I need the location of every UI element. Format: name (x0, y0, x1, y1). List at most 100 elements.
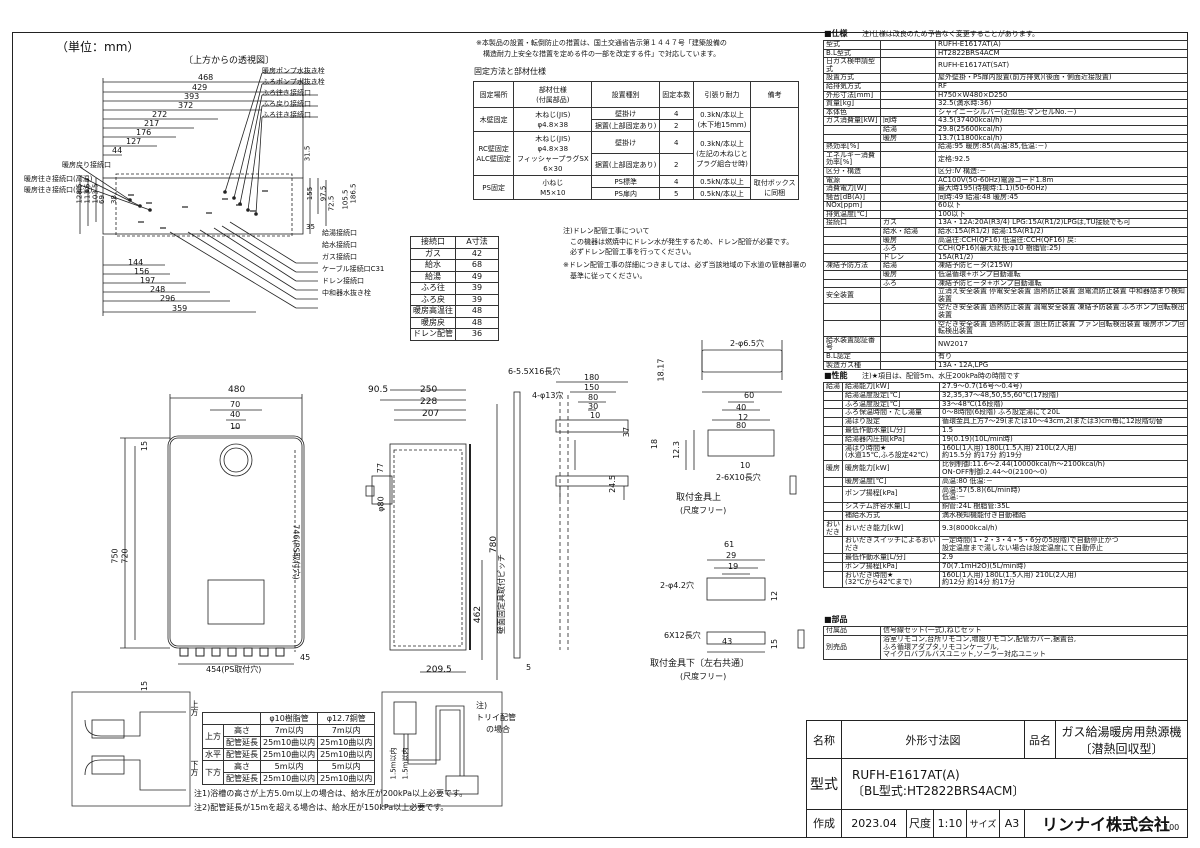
fixing-table: 固定場所 部材仕様 (付属部品) 設置種別 固定本数 引張り耐力 備考 木壁固定… (472, 81, 799, 200)
spec-cell: 13A・12A:20A(R3/4) LPG:15A(R1/2)LPGは,TU接続… (935, 218, 1188, 229)
company-name: リンナイ株式会社 (1024, 808, 1188, 839)
top-label: 暖房ポンプ水抜き栓 (262, 67, 325, 75)
fix-cell: PS扉内 (591, 187, 660, 200)
perf-cell: 最低作動水量[L/分] (842, 425, 940, 436)
perf-cell (823, 502, 843, 512)
spec-cell: RUFH-E1617AT(A) (935, 40, 1188, 50)
perf-cell: 銅管:24L 樹脂管:35L (939, 502, 1188, 512)
spec-cell: 15A(R1/2) (935, 252, 1188, 263)
spec-cell: 定格:92.5 (935, 150, 1188, 168)
trui-note: 注) (476, 701, 488, 710)
parts-table: 付属品信号線セット(一式),ねじセット別売品浴室リモコン,台所リモコン,増設リモ… (823, 626, 1188, 661)
bracket-dim: 15 (770, 638, 780, 650)
spec-cell: B.L型式 (823, 48, 881, 59)
drain-note: 注)ドレン配管工事について (563, 227, 650, 235)
spec-cell: 給湯:95 暖房:85(高温:85,低温:－) (935, 142, 1188, 152)
spec-cell (880, 150, 936, 168)
pipe-cell: 5m以内 (317, 760, 376, 773)
spec-cell (880, 303, 936, 321)
fix-cell: RC壁固定 ALC壁固定 (472, 131, 515, 176)
fix-title: 固定方法と部材仕様 (474, 67, 546, 76)
perf-cell: ポンプ揚程[kPa] (842, 485, 940, 504)
perf-cell (823, 434, 843, 445)
bottom-label: ガス接続口 (322, 253, 357, 261)
spec-cell: 有り (935, 351, 1188, 362)
spec-cell (823, 124, 881, 135)
perf-cell: 暖房能力[kW] (842, 460, 940, 478)
perf-cell: 高温:57(5.8)(6L/min時) 低温:－ (939, 485, 1188, 504)
pipe-header: φ10樹脂管 (259, 712, 319, 725)
bracket-dim: 2-6X10長穴 (716, 473, 761, 482)
pipe-cell: 上方 (202, 724, 224, 749)
fix-cell: 4 (659, 107, 694, 120)
front-dim: 10 (230, 422, 241, 431)
spec-cell: 100以下 (935, 209, 1188, 220)
conn-header: 接続口 (410, 236, 456, 249)
unit-label: （単位：mm） (56, 40, 140, 54)
bracket-dim: 6-5.5X16長穴 (508, 367, 561, 376)
perf-cell: 33～48℃(16段階) (939, 399, 1188, 410)
pipe-dim: 1.5m以内 (389, 747, 398, 780)
perf-cell (823, 390, 843, 401)
bottom-label: ドレン接続口 (322, 277, 364, 285)
fix-header: 設置種別 (591, 81, 660, 108)
spec-cell (880, 209, 936, 220)
fix-cell: 据置(上部固定あり) (591, 153, 660, 176)
spec-cell: 本体色 (823, 107, 881, 118)
perf-cell: 32,35,37～48,50,55,60℃(17段階) (939, 390, 1188, 401)
front-dim: 40 (230, 410, 241, 419)
bracket-dim: 4-φ13穴 (532, 391, 564, 400)
spec-cell: 給水・給湯 (880, 227, 936, 237)
spec-cell (880, 57, 936, 75)
perf-cell: 満水検知機能付き自動補給 (939, 510, 1188, 521)
perf-cell: おいだき能力[kW] (842, 519, 940, 538)
spec-cell (823, 278, 881, 289)
made-label: 作成 (806, 808, 842, 839)
fix-header: 固定本数 (659, 81, 694, 108)
front-dim: 720 (120, 548, 130, 564)
side-dim: 5 (526, 663, 532, 672)
spec-cell: 給排気方式 (823, 81, 881, 92)
item-label: 品名 (1024, 719, 1056, 760)
spec-cell: ガス (880, 218, 936, 229)
spec-cell: 29.8(25600kcal/h) (935, 124, 1188, 135)
side-dim: 壁面固定具取付ピッチ (497, 554, 506, 634)
spec-cell: エネルギー消費効率[%] (823, 150, 881, 168)
spec-cell: シャイニーシルバー(近似色:マンセルNo.－) (935, 107, 1188, 118)
perf-cell (823, 408, 843, 419)
spec-cell (880, 184, 936, 194)
spec-cell (880, 201, 936, 211)
fix-cell: 2 (659, 153, 694, 176)
spec-cell (880, 40, 936, 50)
spec-cell: 給湯 (880, 261, 936, 272)
side-dim: 207 (422, 409, 440, 419)
bracket-caption: 取付金具下〔左右共通〕 (650, 659, 750, 669)
spec-cell (880, 99, 936, 109)
perf-table: 給湯給湯能力[kW]27.9～0.7(16号～0.4号)給湯温度設定[℃]32,… (823, 382, 1188, 589)
pipe-dim: 1.5m以内 (401, 747, 410, 780)
spec-cell: 区分・構造 (823, 166, 881, 177)
bracket-dim: 10 (740, 461, 751, 470)
spec-cell: 型式 (823, 40, 881, 50)
top-dim: 217 (144, 119, 160, 128)
side-dim: φ80 (376, 496, 386, 512)
perf-cell: おいだき (823, 519, 843, 538)
spec-cell (823, 244, 881, 254)
perf-cell (823, 443, 843, 462)
trui-note: の場合 (486, 725, 510, 734)
spec-subtitle: 注)仕様は改良のため予告なく変更することがあります。 (862, 30, 1040, 38)
bracket-dim: 10 (590, 411, 601, 420)
bottom-label: 中和器水抜き栓 (322, 289, 371, 297)
conn-cell: 給湯 (410, 270, 456, 283)
bracket-dim: 12 (738, 413, 749, 422)
perf-cell: 27.9～0.7(16号～0.4号) (939, 382, 1188, 392)
conn-cell: ふろ戻 (410, 293, 456, 306)
conn-cell: 暖房高温往 (410, 305, 456, 318)
perf-cell: 2.9 (939, 552, 1188, 563)
bracket-dim: 150 (584, 383, 600, 392)
spec-cell: ガス消費量[kW] (823, 116, 881, 126)
perf-cell: 給湯能力[kW] (842, 382, 940, 392)
side-dim: 780 (489, 535, 500, 554)
